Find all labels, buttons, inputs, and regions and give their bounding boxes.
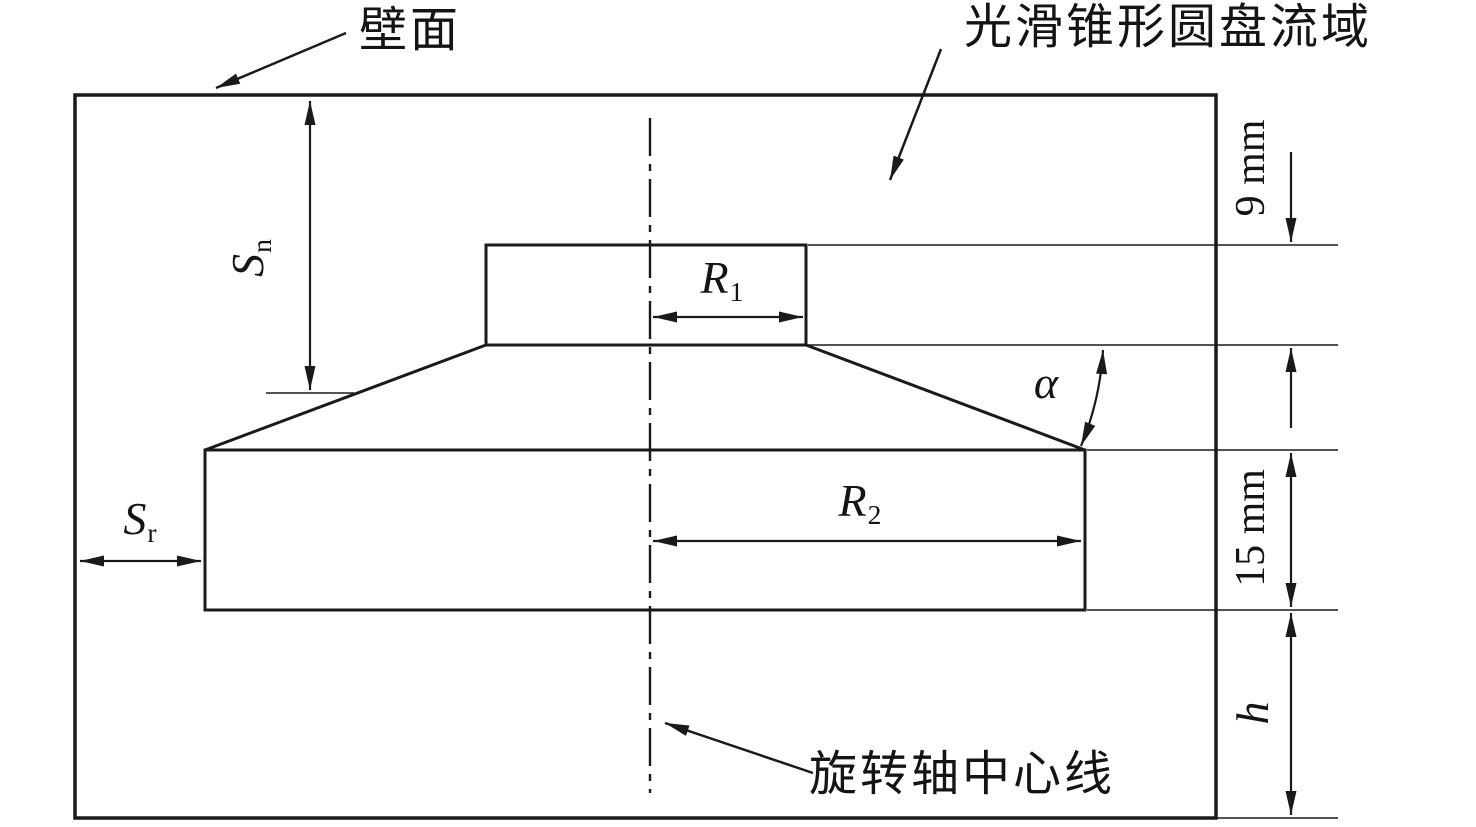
r1-base: R <box>700 251 729 303</box>
leader-arrows <box>215 31 943 775</box>
extension-lines <box>266 244 1338 819</box>
sn-base: S <box>221 253 273 277</box>
r2-subscript: 2 <box>867 498 882 530</box>
domain-leader-arrow <box>888 48 943 181</box>
sr-base: S <box>123 492 147 544</box>
dim15-label: 15 mm <box>1228 469 1274 587</box>
sr-subscript: r <box>147 516 157 548</box>
dim9-label: 9 mm <box>1228 119 1274 217</box>
wall-label: 壁面 <box>358 4 462 57</box>
alpha-label: α <box>1033 357 1059 408</box>
cone-slant-left <box>204 343 487 452</box>
upper-disk-outline <box>484 243 808 347</box>
sn-label: Sn <box>221 239 277 277</box>
axis-label: 旋转轴中心线 <box>808 748 1116 801</box>
r1-label: R1 <box>700 251 744 307</box>
r2-label: R2 <box>838 474 882 530</box>
h-label: h <box>1227 701 1278 725</box>
wall-leader-arrow <box>215 31 347 90</box>
alpha-angle-arc <box>1079 349 1108 447</box>
r2-base: R <box>838 474 867 526</box>
sn-subscript: n <box>245 239 277 253</box>
axis-leader-arrow <box>664 721 814 775</box>
r1-subscript: 1 <box>729 275 744 307</box>
cone-slant-right <box>805 343 1086 452</box>
domain-label: 光滑锥形圆盘流域 <box>963 1 1373 54</box>
sr-label: Sr <box>123 492 157 548</box>
dimension-arrows <box>80 101 1297 815</box>
lower-disk-outline <box>203 448 1087 612</box>
flow-domain-boundary <box>73 93 1218 820</box>
